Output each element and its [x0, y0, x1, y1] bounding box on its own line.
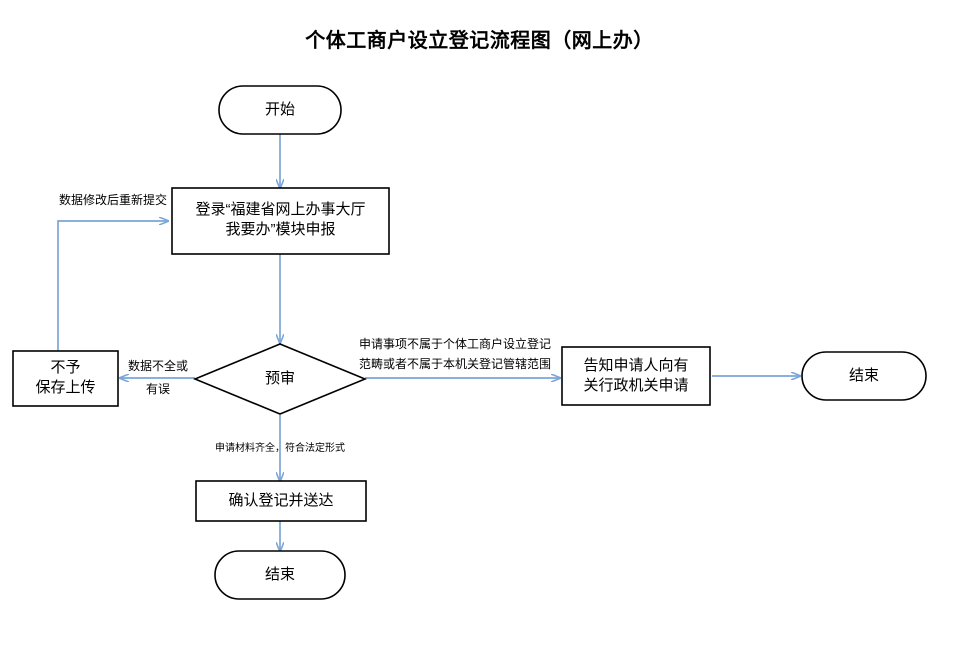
node-review-shape[interactable]	[192, 343, 368, 415]
node-confirm-shape[interactable]	[195, 480, 367, 522]
page-title: 个体工商户设立登记流程图（网上办）	[305, 30, 654, 52]
node-end-right-shape[interactable]	[801, 351, 927, 401]
node-reject-shape[interactable]	[12, 350, 119, 407]
node-start-shape[interactable]	[218, 85, 342, 135]
node-notify-shape[interactable]	[561, 346, 711, 406]
connector-reject-to-login	[57, 221, 168, 351]
node-login-shape[interactable]	[171, 187, 390, 255]
node-end-bottom-shape[interactable]	[214, 550, 346, 600]
